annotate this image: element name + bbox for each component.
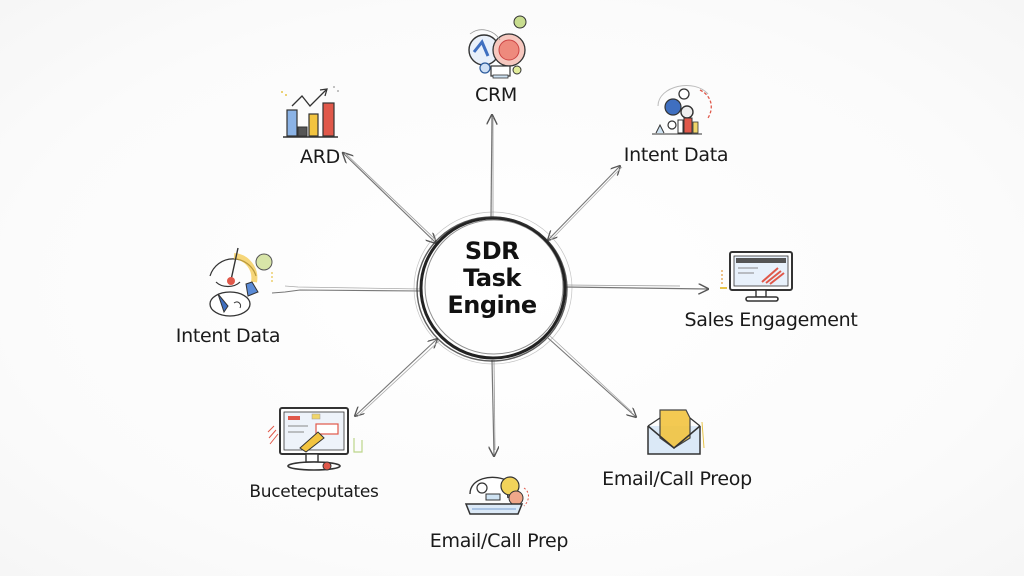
hub-line-2: Task bbox=[463, 264, 521, 292]
edge-intent-data-top bbox=[548, 166, 623, 241]
node-label-email-call-prep-bottom: Email/Call Prep bbox=[429, 530, 569, 552]
node-label-email-call-prep-right: Email/Call Preop bbox=[602, 468, 752, 490]
hub-line-3: Engine bbox=[447, 291, 537, 319]
monitor-icon bbox=[720, 251, 793, 302]
edge-bucket bbox=[355, 339, 440, 417]
telephone-icon bbox=[464, 476, 529, 515]
edge-sales-engagement bbox=[565, 285, 708, 289]
node-label-bucket: Bucetecputates bbox=[249, 482, 379, 502]
edge-email-call-prep-right bbox=[547, 335, 636, 417]
intent-data-gauge-icon bbox=[209, 247, 273, 317]
hub-circle bbox=[413, 211, 573, 365]
node-label-intent-data-left: Intent Data bbox=[175, 325, 281, 347]
bar-chart-growth-icon bbox=[281, 86, 339, 138]
node-label-ard: ARD bbox=[300, 146, 340, 168]
intent-data-bubbles-icon bbox=[652, 85, 712, 135]
envelope-icon bbox=[647, 409, 705, 455]
edge-email-call-prep-bottom bbox=[492, 359, 495, 456]
monitor-dashboard-icon bbox=[267, 407, 363, 471]
node-label-intent-data-top: Intent Data bbox=[623, 144, 729, 166]
hub-line-1: SDR bbox=[464, 237, 520, 265]
edge-ard bbox=[343, 153, 439, 243]
node-label-crm: CRM bbox=[475, 84, 517, 106]
node-label-sales-engagement: Sales Engagement bbox=[684, 309, 858, 331]
hub-label: SDR Task Engine bbox=[447, 237, 537, 319]
crm-network-icon bbox=[468, 15, 527, 79]
edge-crm bbox=[491, 115, 493, 219]
edge-intent-data-left bbox=[271, 285, 423, 294]
